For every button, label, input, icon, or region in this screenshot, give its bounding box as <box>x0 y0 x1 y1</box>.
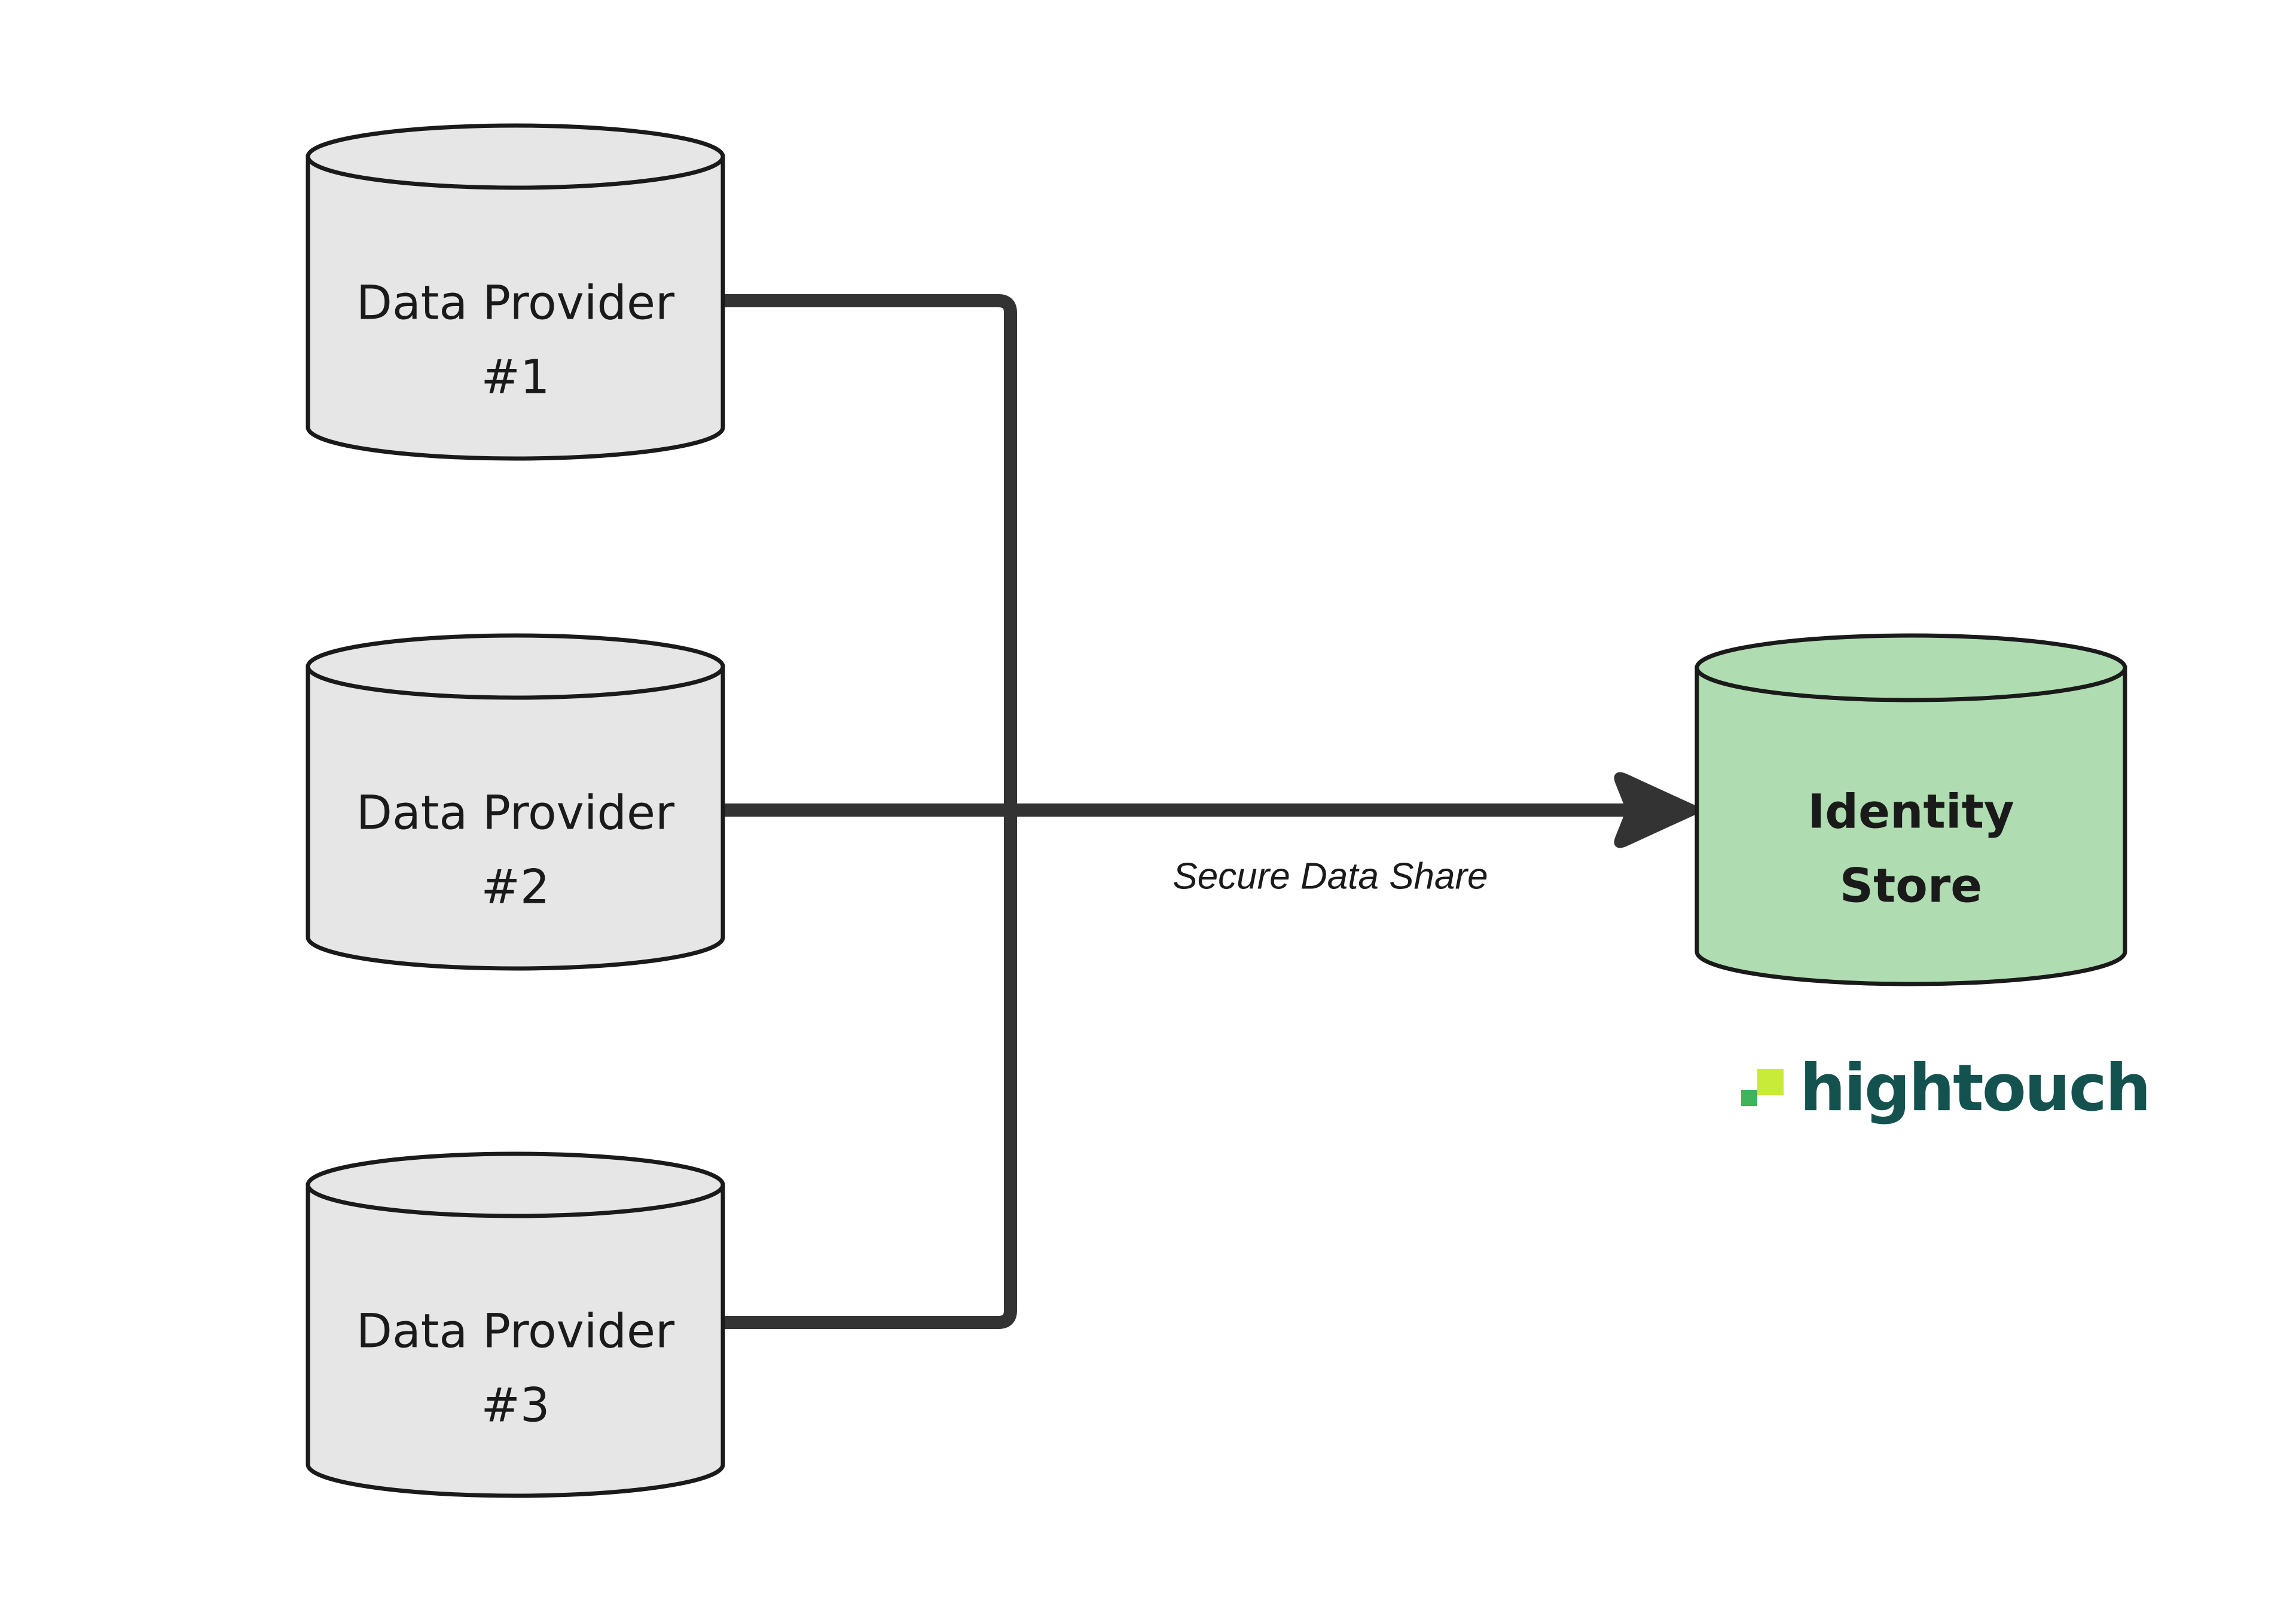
hightouch-wordmark: hightouch <box>1800 1051 2150 1126</box>
cylinder-body-provider-1 <box>306 154 725 461</box>
arrow-head-icon <box>1614 772 1700 848</box>
data-provider-1-label-line2: #1 <box>481 350 550 404</box>
data-provider-2-label-line1: Data Provider <box>356 786 675 840</box>
connector-group <box>720 294 1700 1329</box>
node-data-provider-1[interactable]: Data Provider #1 <box>306 123 725 461</box>
cylinder-top-provider-3 <box>306 1151 725 1218</box>
cylinder-top-provider-2 <box>306 633 725 700</box>
hightouch-logo-square-primary-icon <box>1757 1069 1784 1095</box>
node-data-provider-3[interactable]: Data Provider #3 <box>306 1151 725 1498</box>
cylinder-body-provider-2 <box>306 664 725 971</box>
identity-store-label-line1: Identity <box>1808 785 2014 839</box>
data-provider-1-label-line1: Data Provider <box>356 276 675 330</box>
cylinder-top-identity-store <box>1694 633 2127 702</box>
edge-provider1-to-identity-store[interactable] <box>720 294 1017 810</box>
cylinder-body-provider-3 <box>306 1183 725 1498</box>
hightouch-logo: hightouch <box>1741 1051 2151 1126</box>
node-data-provider-2[interactable]: Data Provider #2 <box>306 633 725 971</box>
data-provider-2-label-line2: #2 <box>481 860 550 914</box>
secure-data-share-label: Secure Data Share <box>1173 855 1488 897</box>
identity-store-label-line2: Store <box>1840 859 1982 913</box>
edge-provider3-to-identity-store[interactable] <box>720 810 1017 1329</box>
hightouch-logo-square-secondary-icon <box>1741 1090 1757 1106</box>
data-provider-3-label-line1: Data Provider <box>356 1304 675 1358</box>
cylinder-top-provider-1 <box>306 123 725 190</box>
data-provider-3-label-line2: #3 <box>481 1379 550 1432</box>
cylinder-body-identity-store <box>1694 665 2127 986</box>
node-identity-store[interactable]: Identity Store <box>1694 633 2127 986</box>
